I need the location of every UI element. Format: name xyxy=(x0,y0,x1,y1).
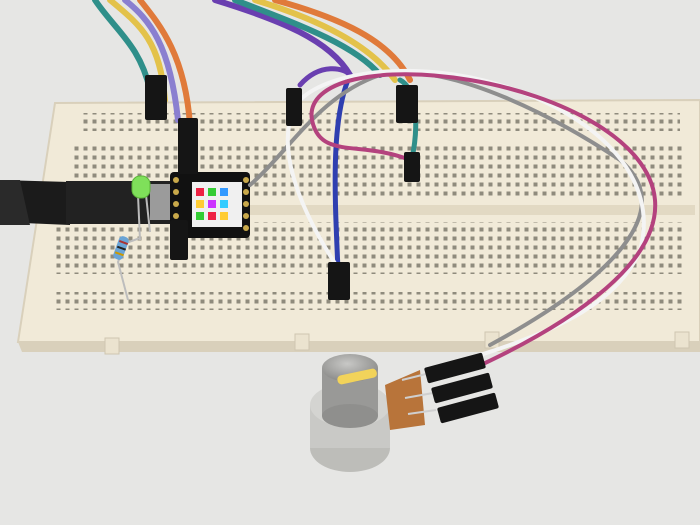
jumper-wires xyxy=(92,0,658,372)
led xyxy=(131,175,151,241)
bottom-power-rail xyxy=(55,292,685,310)
jumper-housings xyxy=(145,75,499,424)
usb-cable xyxy=(0,180,186,225)
breadboard xyxy=(16,98,700,355)
resistor xyxy=(113,236,141,301)
potentiometer xyxy=(310,354,437,472)
microcontroller-board xyxy=(170,172,250,238)
top-power-rail xyxy=(80,113,680,131)
terminal-strip-lower xyxy=(55,222,685,274)
